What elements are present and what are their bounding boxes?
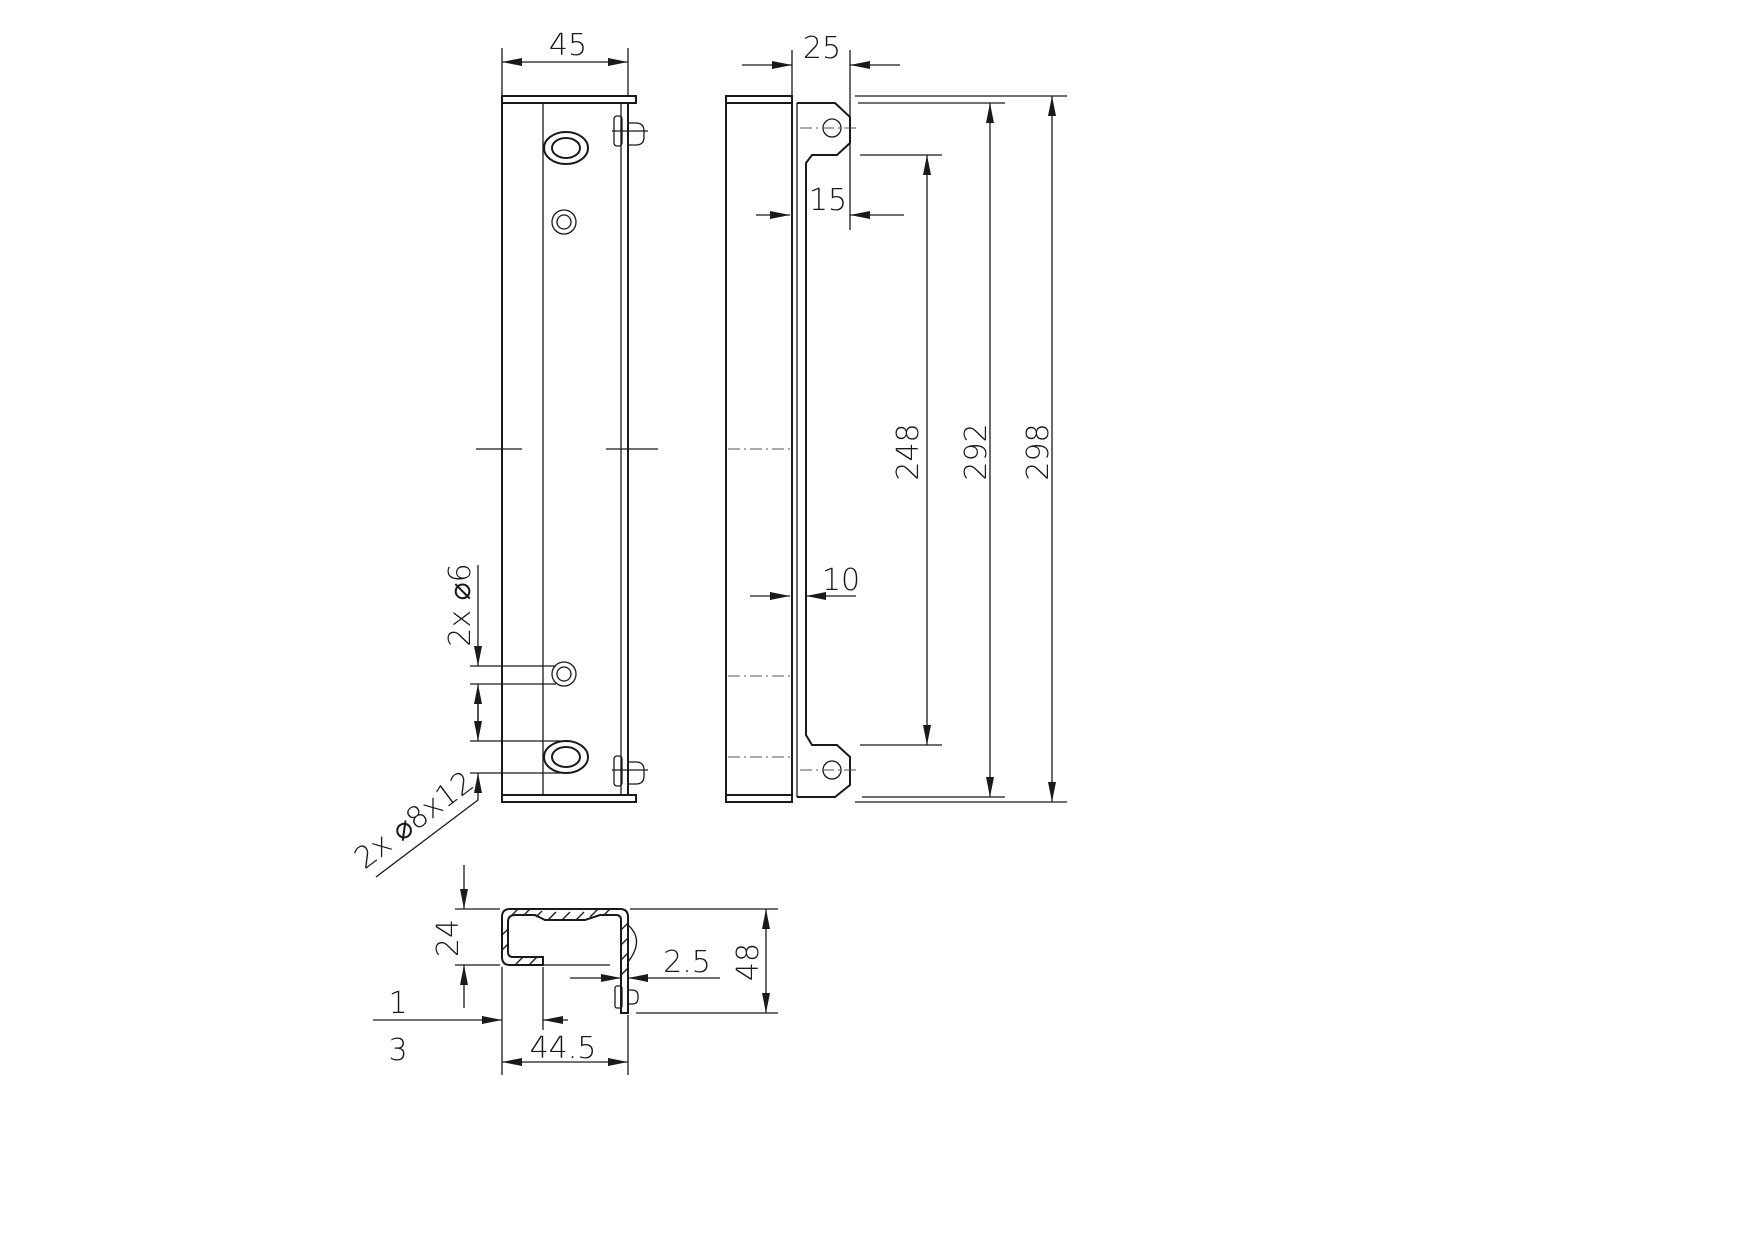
- dim-15: 15: [809, 183, 847, 218]
- hole-top: [551, 209, 577, 235]
- ratio-top: 1: [388, 986, 407, 1021]
- slot-top: [543, 131, 589, 165]
- hole-bottom: [551, 661, 577, 687]
- ratio-bottom: 3: [388, 1033, 407, 1068]
- bolt-top: [612, 115, 648, 147]
- dim-248: 248: [891, 423, 926, 480]
- dim-48: 48: [731, 943, 766, 981]
- dim-44-5: 44.5: [530, 1031, 597, 1066]
- dim-24: 24: [431, 919, 466, 957]
- dim-slots-8x12: 2x ⌀8x12: [348, 764, 480, 876]
- dim-298: 298: [1021, 423, 1056, 480]
- dim-holes-6: 2x ⌀6: [443, 563, 478, 647]
- dim-45: 45: [549, 28, 587, 63]
- slot-bottom: [543, 740, 589, 774]
- side-view: 25 15 10 248 292 298: [725, 31, 1067, 803]
- dim-10: 10: [822, 563, 860, 598]
- dim-292: 292: [959, 423, 994, 480]
- bolt-bottom: [612, 755, 648, 787]
- section-view: 24 48 2.5 44.5 1 3: [373, 865, 778, 1075]
- dim-2-5: 2.5: [663, 945, 711, 980]
- dim-25: 25: [803, 31, 841, 66]
- front-view: 45 2x ⌀6 2x ⌀8x12: [348, 28, 658, 878]
